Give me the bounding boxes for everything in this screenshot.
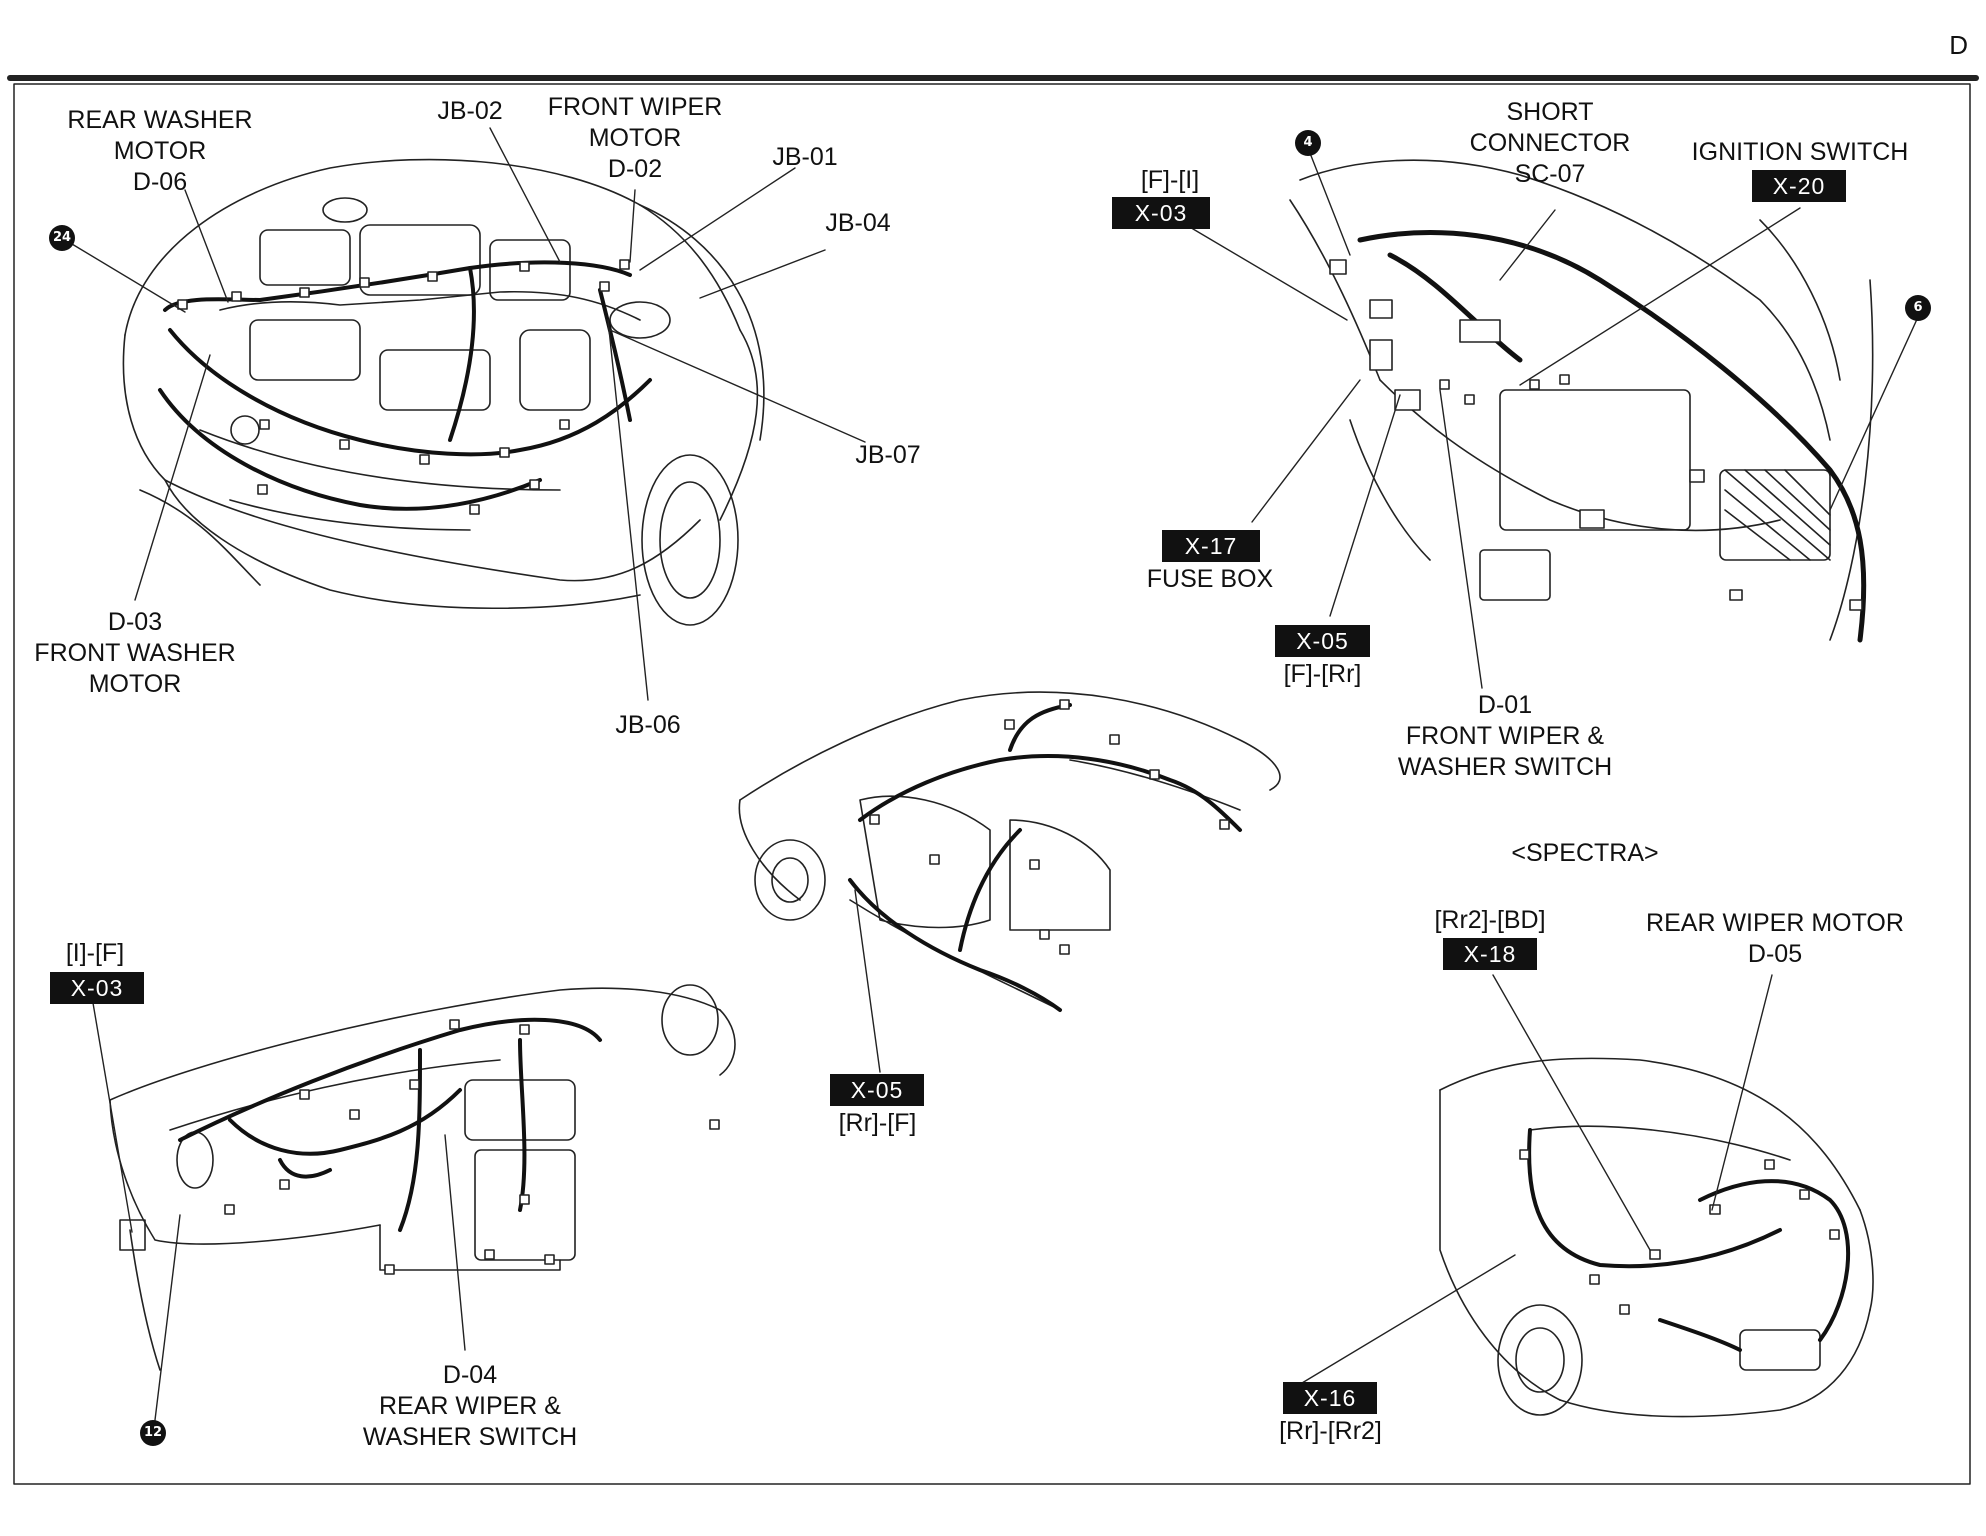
label-fuse-box: FUSE BOX	[1146, 565, 1274, 593]
label-spectra: <SPECTRA>	[1511, 839, 1659, 867]
label-rear-wiper-motor: REAR WIPER MOTOR D-05	[1646, 909, 1904, 968]
label-front-washer-motor: D-03 FRONT WASHER MOTOR	[34, 608, 236, 698]
dashboard-connectors	[1329, 259, 1863, 611]
connector-tag-x03-left: X-03	[50, 972, 144, 1004]
label-f-i: [F]-[I]	[1140, 166, 1200, 194]
label-rear-wiper-washer-switch: D-04 REAR WIPER & WASHER SWITCH	[362, 1361, 578, 1451]
rear-hatch-connectors	[1519, 1149, 1840, 1315]
leader-lines	[61, 127, 1919, 1421]
label-front-wiper-motor: FRONT WIPER MOTOR D-02	[547, 93, 723, 183]
label-rr-rr2: [Rr]-[Rr2]	[1279, 1417, 1382, 1445]
connector-tag-x05-top: X-05	[1275, 625, 1370, 657]
label-rear-washer-motor: REAR WASHER MOTOR D-06	[67, 106, 253, 196]
rear-hatch-harness	[1527, 1128, 1851, 1352]
side-body-harness	[848, 703, 1242, 1012]
instrument-panel-harness	[178, 1017, 602, 1232]
connector-tag-x16: X-16	[1283, 1382, 1377, 1414]
callout-bubble-6: 6	[1905, 295, 1931, 321]
callout-bubble-4: 4	[1295, 130, 1321, 156]
label-f-rr: [F]-[Rr]	[1283, 660, 1362, 688]
engine-connectors	[177, 259, 630, 515]
label-short-connector: SHORT CONNECTOR SC-07	[1469, 98, 1631, 188]
callout-bubble-12: 12	[140, 1420, 166, 1446]
dashboard-interior-illustration	[1289, 159, 1874, 641]
page-letter: D	[1949, 30, 1968, 60]
connector-tag-x18: X-18	[1443, 938, 1537, 970]
label-rr2-bd: [Rr2]-[BD]	[1434, 906, 1546, 934]
connector-tag-x17: X-17	[1162, 530, 1260, 562]
label-jb-02: JB-02	[437, 97, 503, 125]
label-ignition-switch: IGNITION SWITCH	[1691, 138, 1909, 166]
label-jb-06: JB-06	[615, 711, 681, 739]
callout-bubble-24: 24	[49, 225, 75, 251]
rear-hatch-illustration	[1439, 1057, 1874, 1418]
label-jb-01: JB-01	[772, 143, 838, 171]
label-i-f: [I]-[F]	[65, 939, 125, 967]
connector-tag-x03-top: X-03	[1112, 197, 1210, 229]
connector-tag-x05-mid: X-05	[830, 1074, 924, 1106]
label-jb-04: JB-04	[825, 209, 891, 237]
connector-tag-x20: X-20	[1752, 170, 1846, 202]
side-body-illustration	[738, 691, 1281, 1011]
engine-bay-illustration	[122, 158, 765, 626]
instrument-panel-connectors	[224, 1019, 720, 1275]
side-body-connectors	[869, 699, 1230, 955]
engine-harness	[158, 260, 652, 511]
dashboard-harness	[1357, 230, 1867, 643]
label-jb-07: JB-07	[855, 441, 921, 469]
label-front-wiper-washer-switch: D-01 FRONT WIPER & WASHER SWITCH	[1397, 691, 1613, 781]
label-rr-f: [Rr]-[F]	[838, 1109, 917, 1137]
instrument-panel-illustration	[109, 984, 736, 1371]
page-frame	[13, 83, 1971, 1485]
